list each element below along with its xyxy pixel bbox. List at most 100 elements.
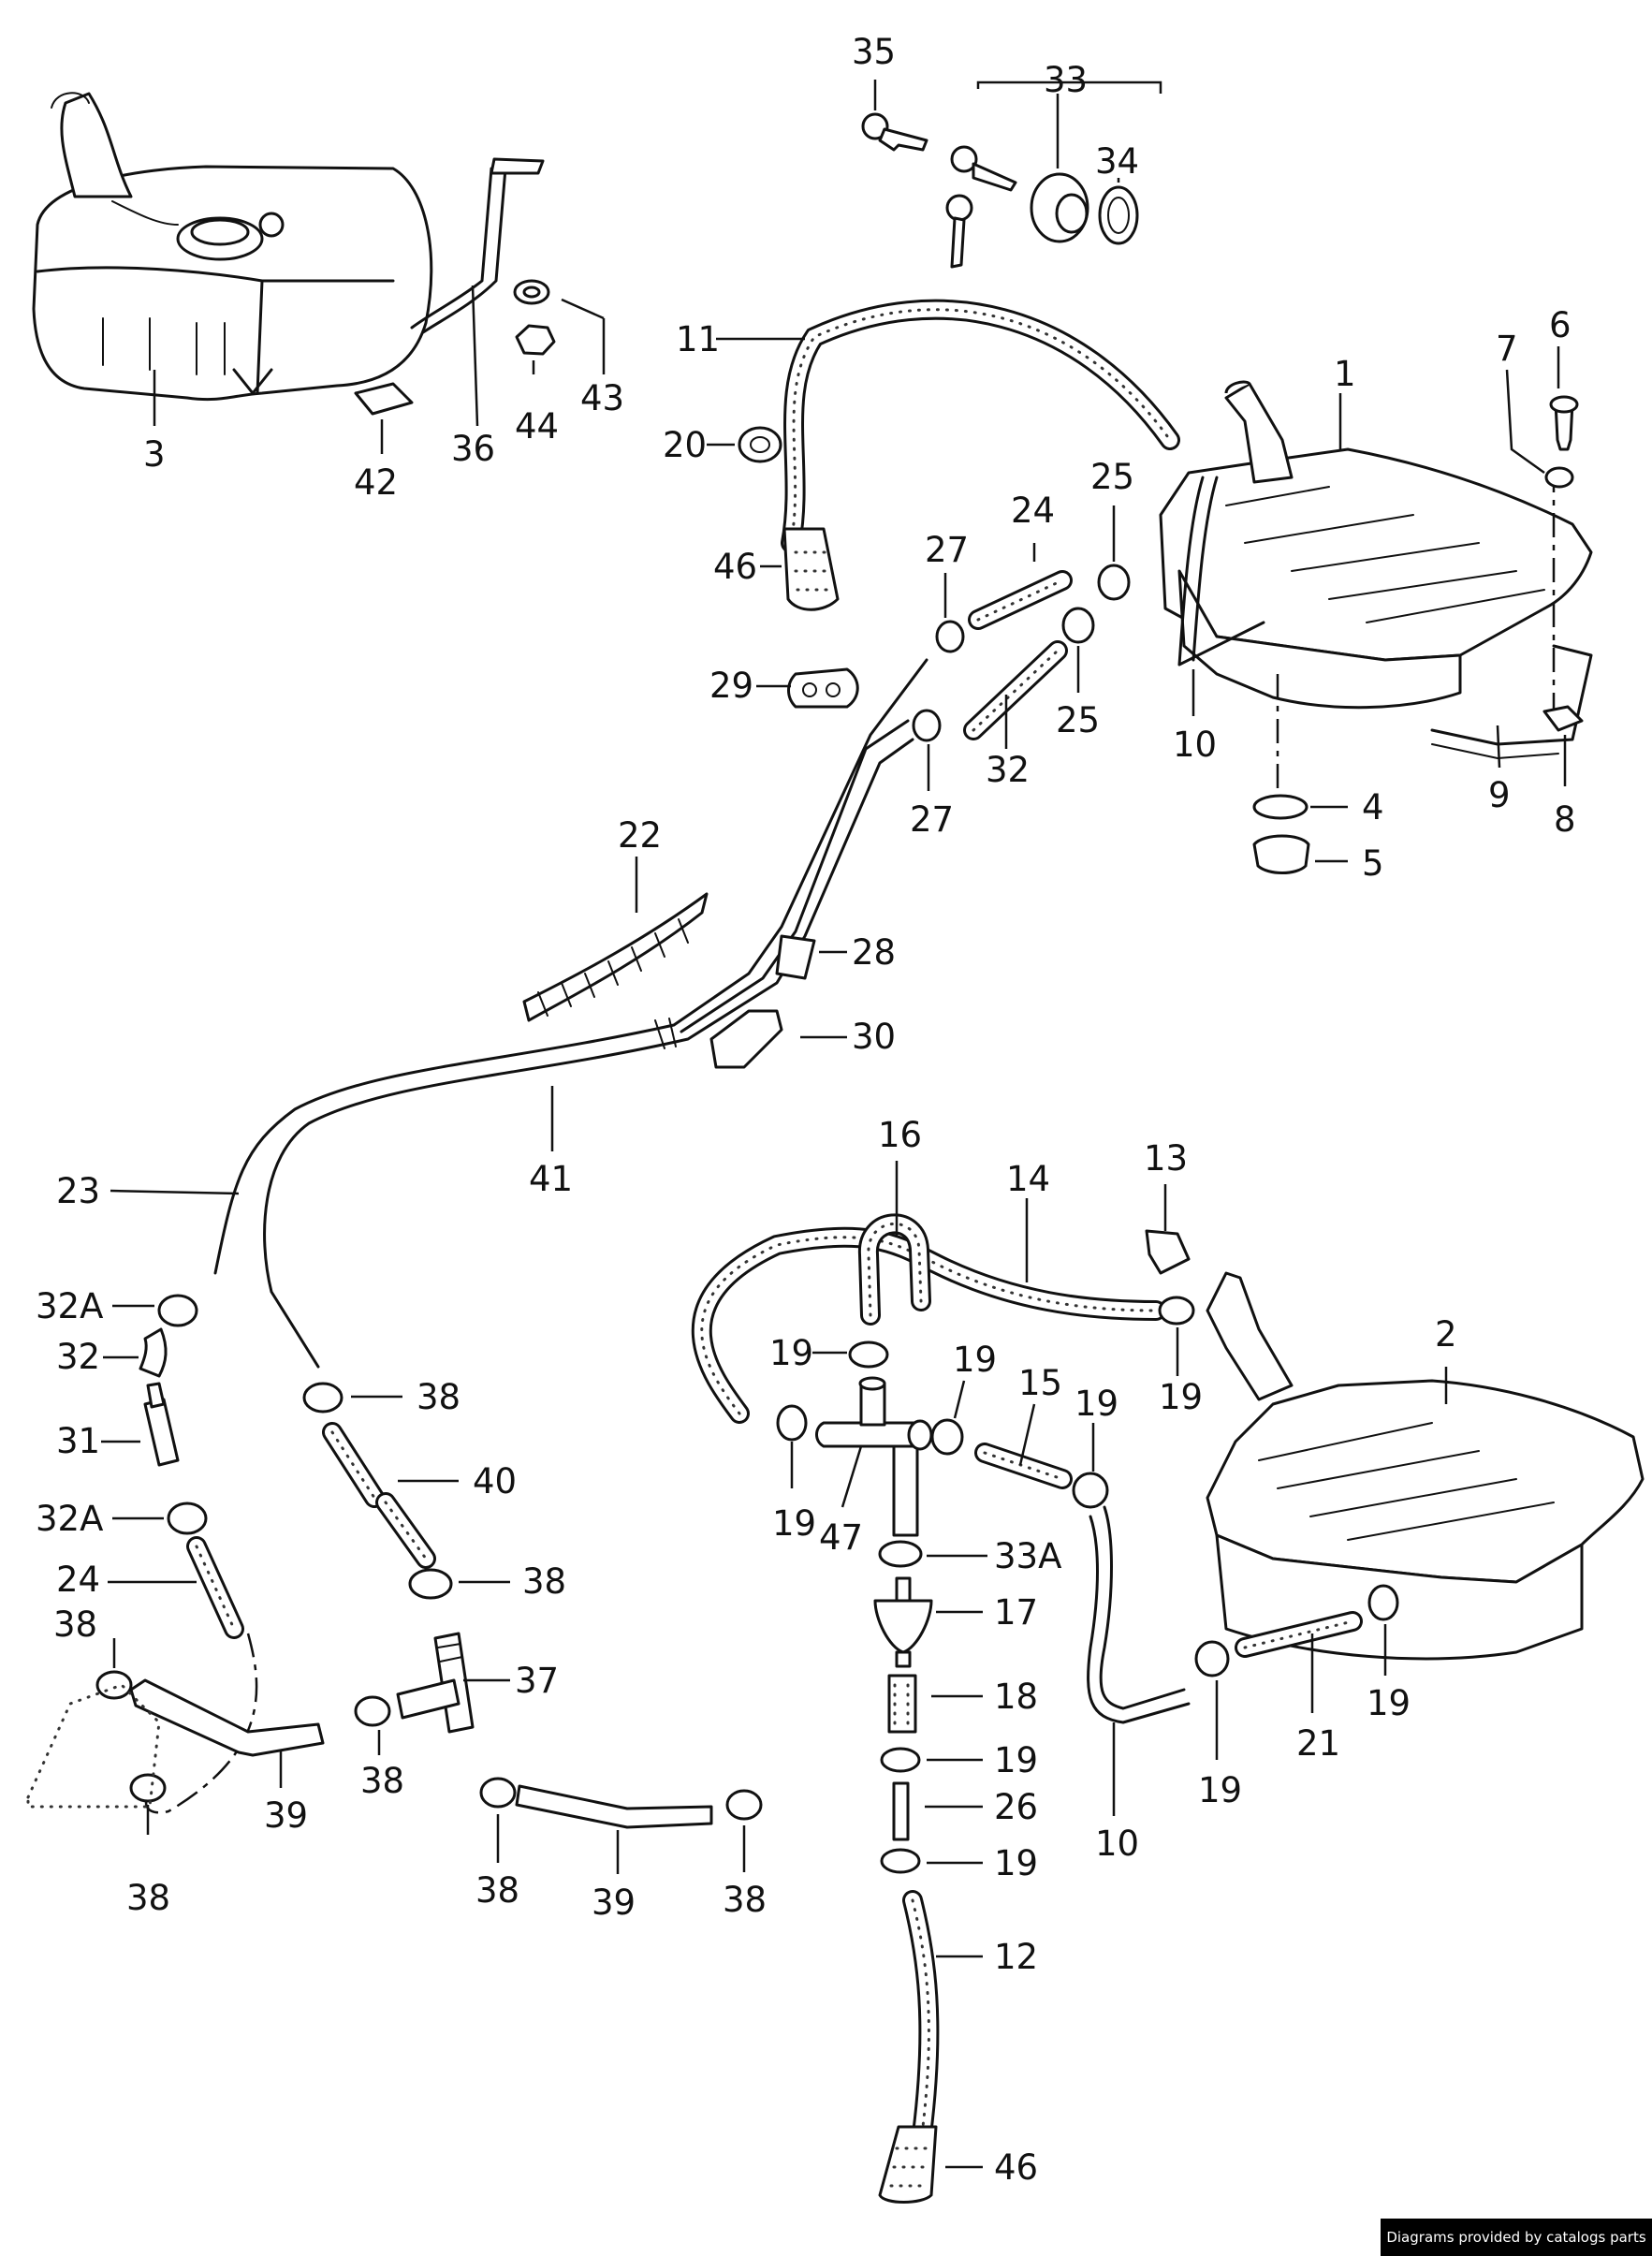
callout-32A-top: 32A	[36, 1286, 103, 1326]
protective-sleeve-22	[522, 857, 709, 1022]
hose-loop-16	[858, 1161, 931, 1326]
hose-21	[1235, 1611, 1363, 1658]
metal-fuel-tank-lower	[1145, 1184, 1645, 1661]
bolt-6-head	[1549, 395, 1579, 414]
clamp-25-lower	[1061, 607, 1095, 644]
hose-18-texture	[893, 1683, 910, 1729]
pipe-26	[892, 1781, 910, 1841]
callout-24-top: 24	[1011, 491, 1055, 531]
callout-21: 21	[1296, 1723, 1340, 1764]
clamp-19-c	[776, 1404, 808, 1442]
hose-18	[887, 1674, 917, 1734]
callout-20: 20	[663, 425, 707, 465]
callout-31: 31	[56, 1421, 100, 1461]
t-piece-37	[396, 1632, 510, 1734]
callout-3: 3	[143, 434, 166, 475]
sleeve-28	[775, 934, 816, 980]
strap-9-edge	[1431, 743, 1559, 759]
callout-24-lower: 24	[56, 1560, 100, 1600]
callout-19-c: 19	[1075, 1384, 1118, 1424]
clamp-19-h	[880, 1747, 921, 1773]
pipe-10-lower-b	[1087, 1515, 1191, 1724]
plastic-fuel-tank	[32, 92, 433, 426]
callout-44: 44	[515, 406, 559, 447]
valve-17-outlet	[895, 1650, 912, 1668]
pad-42	[354, 382, 414, 416]
callout-11: 11	[676, 319, 720, 359]
callout-47: 47	[819, 1517, 863, 1558]
grommet-29	[787, 667, 859, 709]
callout-33: 33	[1044, 60, 1088, 100]
clamp-19-i	[880, 1848, 921, 1874]
callout-38-d: 38	[522, 1561, 566, 1602]
hose-32-upper	[963, 640, 1068, 740]
pipe-10-lower	[1099, 1505, 1186, 1710]
callout-36: 36	[451, 429, 495, 469]
fuel-filter-31-top	[146, 1382, 166, 1409]
callout-27-bottom: 27	[910, 799, 954, 840]
hose-end-46-top-texture	[794, 550, 835, 592]
callout-29: 29	[709, 666, 753, 706]
leader-23	[110, 1189, 240, 1195]
callout-10-bottom: 10	[1095, 1824, 1139, 1864]
callout-26: 26	[994, 1787, 1038, 1827]
callout-17: 17	[994, 1592, 1038, 1633]
washer-43-hole	[522, 286, 541, 299]
grommet-20	[738, 426, 782, 463]
callout-38-b: 38	[126, 1878, 170, 1918]
hose-39-center	[515, 1784, 713, 1829]
valve-17-stem	[895, 1576, 912, 1603]
valve-17	[873, 1599, 933, 1654]
clamp-27-lower	[912, 709, 942, 742]
callout-38-e: 38	[360, 1761, 404, 1801]
clamp-19-b	[1158, 1296, 1195, 1326]
credit-banner: Diagrams provided by catalogs parts	[1381, 2219, 1652, 2256]
fuel-lines-41	[213, 658, 928, 1369]
hose-12	[902, 1890, 983, 2145]
hose-11	[716, 299, 1180, 553]
callout-42: 42	[354, 462, 398, 503]
callout-1: 1	[1334, 354, 1356, 394]
fuel-filter-31	[143, 1398, 180, 1467]
callout-38-g: 38	[723, 1880, 767, 1920]
t-piece-47	[815, 1376, 933, 1537]
clamp-19-d	[930, 1418, 964, 1456]
hose-40	[322, 1422, 436, 1569]
clamp-27-upper	[935, 620, 965, 653]
clamp-32A-upper	[157, 1294, 198, 1327]
clamp-38-a	[95, 1670, 133, 1700]
nut-8	[1542, 705, 1584, 732]
callout-13: 13	[1144, 1138, 1188, 1179]
hose-24-upper	[968, 543, 1073, 630]
callout-19-d: 19	[1159, 1377, 1203, 1417]
tank-strap	[410, 157, 545, 427]
fuel-cap-lock-set	[861, 80, 1162, 269]
leader-43	[561, 298, 605, 320]
leader-9	[1496, 725, 1501, 769]
leader-19d	[953, 1380, 966, 1419]
clamp-19-f	[1194, 1640, 1230, 1677]
hose-32-lower	[139, 1327, 168, 1378]
hose-15	[974, 1443, 1073, 1489]
carburettor-outline	[26, 1683, 161, 1809]
callout-37: 37	[515, 1661, 559, 1701]
callout-labels: 35 33 34 1 6 7 11 20 46 3 42 36 44 43 25…	[36, 32, 1576, 2188]
callout-4: 4	[1362, 787, 1384, 828]
leader-15	[1018, 1403, 1036, 1466]
clamp-19-a	[848, 1340, 889, 1369]
metal-fuel-tank-upper	[1159, 380, 1593, 710]
hose-39-left	[129, 1678, 325, 1757]
callout-39-center: 39	[592, 1882, 636, 1923]
hose-24-lower	[186, 1536, 244, 1639]
clamp-38-g	[725, 1789, 763, 1821]
callout-30: 30	[852, 1017, 896, 1057]
callout-40: 40	[473, 1461, 517, 1502]
callout-19-b: 19	[953, 1340, 997, 1380]
strap-9	[1430, 644, 1593, 746]
callout-34: 34	[1095, 141, 1139, 182]
pipe-10b	[1191, 476, 1219, 662]
hose-end-46-bottom-texture	[889, 2146, 933, 2188]
clamp-33A	[878, 1540, 923, 1568]
grommet-29-hole-a	[802, 682, 817, 697]
callout-10-top: 10	[1173, 725, 1217, 765]
